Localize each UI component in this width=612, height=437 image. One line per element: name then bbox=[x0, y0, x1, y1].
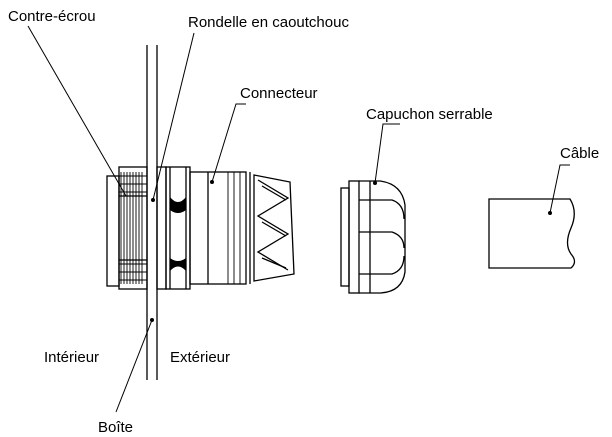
label-inside: Intérieur bbox=[44, 349, 99, 366]
locknut-knurling bbox=[119, 172, 147, 284]
label-cable: Câble bbox=[560, 145, 599, 162]
locknut bbox=[106, 166, 148, 290]
leader-markers bbox=[150, 180, 552, 322]
label-locknut: Contre-écrou bbox=[8, 8, 96, 25]
connector bbox=[165, 166, 295, 290]
label-rubber-washer: Rondelle en caoutchouc bbox=[188, 14, 349, 31]
label-connector: Connecteur bbox=[240, 85, 318, 102]
sealing-cap bbox=[340, 180, 406, 294]
label-box: Boîte bbox=[98, 419, 133, 436]
rubber-washer bbox=[156, 166, 167, 290]
leader-lines bbox=[27, 25, 570, 413]
label-outside: Extérieur bbox=[170, 349, 230, 366]
label-cap: Capuchon serrable bbox=[366, 106, 493, 123]
cable bbox=[488, 198, 576, 269]
